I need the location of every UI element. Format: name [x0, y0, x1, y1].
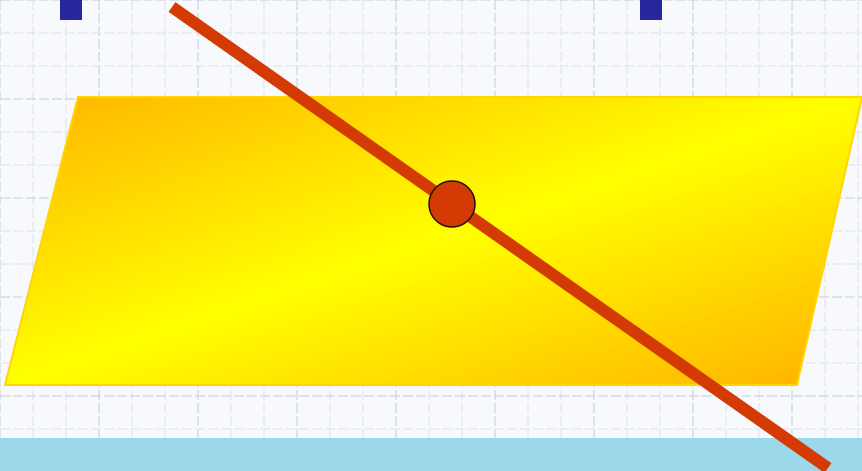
top-mark-right	[640, 0, 662, 20]
intersecting-line	[168, 2, 832, 471]
parallelogram-plane	[3, 96, 862, 386]
intersection-point	[428, 180, 476, 228]
bottom-band	[0, 438, 862, 471]
top-mark-left	[60, 0, 82, 20]
